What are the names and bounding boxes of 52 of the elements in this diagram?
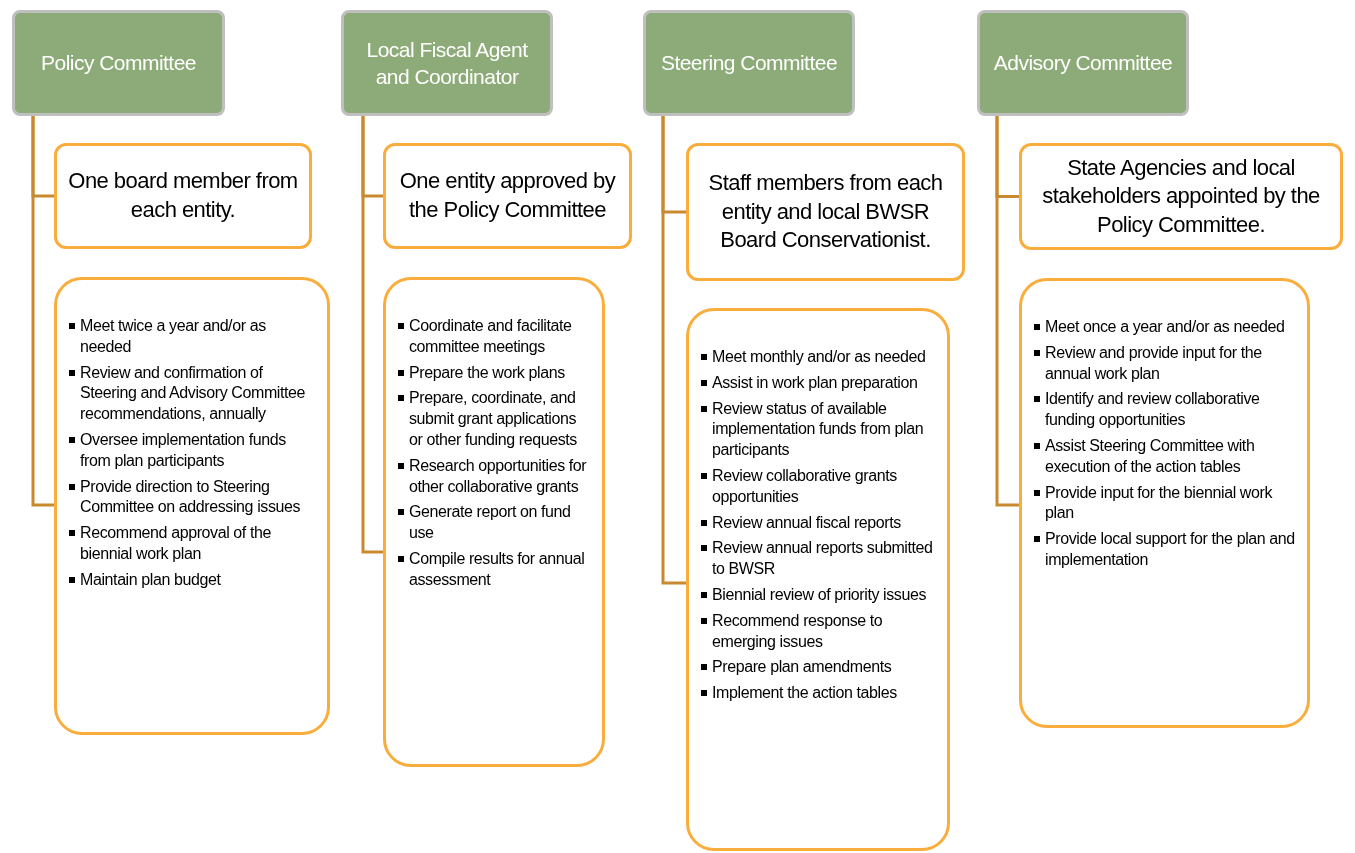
duty-text: Meet monthly and/or as needed <box>712 347 926 367</box>
duty-text: Prepare the work plans <box>409 362 565 383</box>
header-text: Advisory Committee <box>993 50 1173 77</box>
duty-text: Maintain plan budget <box>80 569 221 590</box>
duty-text: Research opportunities for other collaborative grants <box>409 455 588 497</box>
duty-text: Prepare plan amendments <box>712 657 892 678</box>
duty-text: Recommend approval of the biennial work plan <box>80 523 272 564</box>
duties-box <box>54 277 330 735</box>
description-box <box>686 143 965 281</box>
connector-line <box>31 116 54 507</box>
duties-box <box>1019 278 1310 728</box>
connector-line <box>995 116 1019 507</box>
duty-text: Meet twice a year and/or as needed <box>80 316 267 357</box>
connector-line <box>361 116 383 554</box>
duty-text: Biennial review of priority issues <box>712 584 927 605</box>
duty-text: Review collaborative grants opportunities <box>712 466 898 507</box>
description-box <box>54 143 312 249</box>
duty-text: Compile results for annual assessment <box>409 548 586 590</box>
duty-text: Assist in work plan preparation <box>712 372 918 393</box>
duty-text: Provide direction to Steering Committee on addressing issues <box>80 476 302 518</box>
duty-text: Review and provide input for the annual work plan <box>1045 342 1263 384</box>
duty-text: Coordinate and facilitate committee meetings <box>409 316 573 357</box>
committee-header-box <box>977 10 1189 116</box>
description-text: One board member from each entity. <box>67 167 299 224</box>
duty-text: Meet once a year and/or as needed <box>1045 317 1285 337</box>
header-text: Local Fiscal Agent and Coordinator <box>365 36 529 90</box>
description-box <box>383 143 632 249</box>
duty-text: Assist Steering Committee with execution of the action tables <box>1045 436 1256 477</box>
duty-text: Provide local support for the plan and implementation <box>1045 529 1295 570</box>
description-box <box>1019 143 1343 250</box>
committee-header-box <box>341 10 553 116</box>
duty-text: Identify and review collaborative funding opportunities <box>1045 389 1261 431</box>
duty-text: Provide input for the biennial work plan <box>1045 482 1274 524</box>
header-text: Policy Committee <box>41 50 196 77</box>
duty-text: Review annual fiscal reports <box>712 512 901 533</box>
duties-box <box>383 277 605 767</box>
duty-text: Oversee implementation funds from plan participants <box>80 430 287 471</box>
duty-text: Generate report on fund use <box>409 502 572 544</box>
description-text: Staff members from each entity and local BWSR Board Conservationist. <box>707 169 944 255</box>
committee-header-box <box>12 10 225 116</box>
description-text: One entity approved by the Policy Committee <box>398 167 617 224</box>
duty-text: Prepare, coordinate, and submit grant applications or other funding requests <box>409 388 578 450</box>
duty-text: Implement the action tables <box>712 683 897 704</box>
header-text: Steering Committee <box>660 50 838 77</box>
duty-text: Review status of available implementation funds from plan participants <box>712 398 925 461</box>
duty-text: Recommend response to emerging issues <box>712 610 884 652</box>
connector-line <box>661 116 686 585</box>
duties-box <box>686 308 950 851</box>
committee-header-box <box>643 10 855 116</box>
description-text: State Agencies and local stakeholders appointed by the Policy Committee. <box>1041 153 1321 239</box>
duty-text: Review annual reports submitted to BWSR <box>712 538 934 580</box>
duty-text: Review and confirmation of Steering and Advisory Committee recommendations, annually <box>80 362 307 425</box>
